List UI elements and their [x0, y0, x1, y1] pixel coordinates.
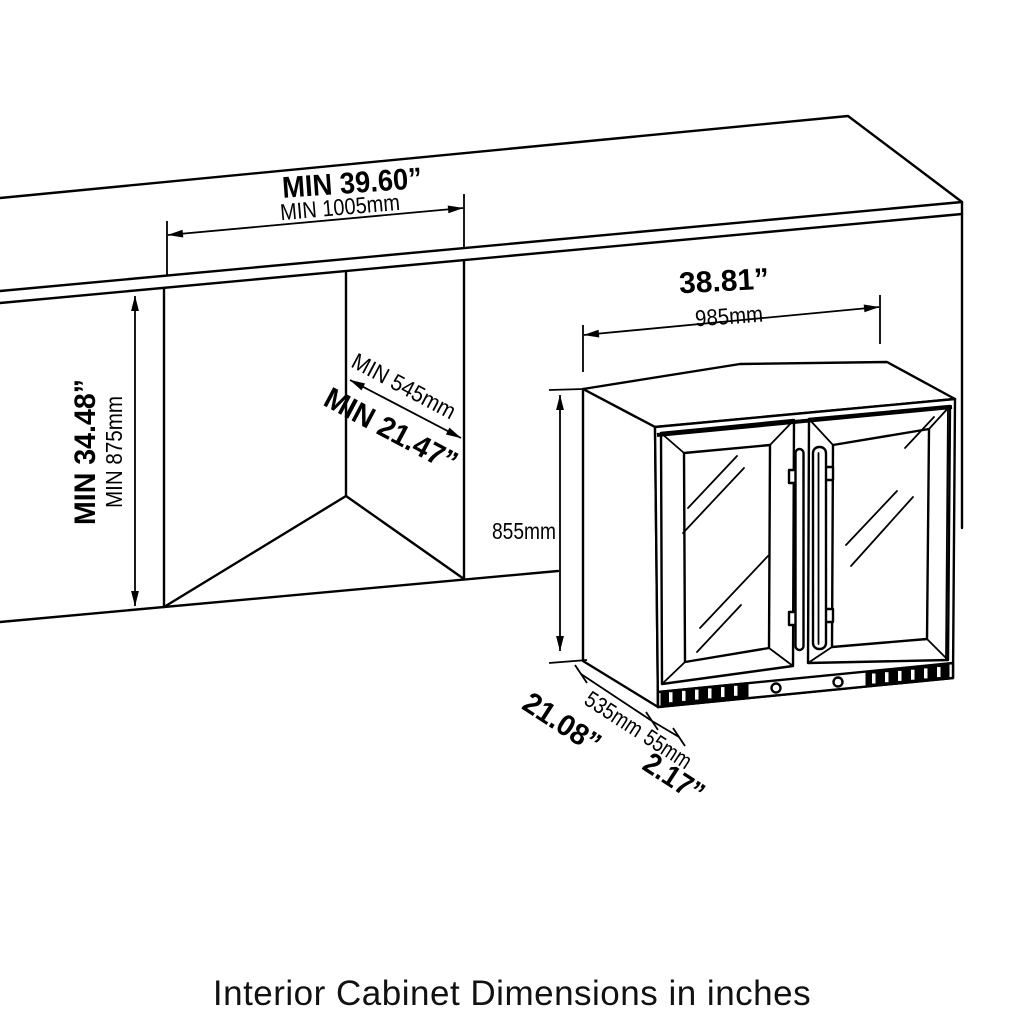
diagram-title: Interior Cabinet Dimensions in inches	[212, 974, 812, 1013]
door-handles	[787, 445, 835, 652]
base-vent-grille	[656, 661, 955, 709]
unit-width-mm-label: 985mm	[694, 301, 764, 332]
right-glass-door	[806, 404, 952, 665]
countertop-cutout-drawing	[0, 114, 964, 624]
right-door-handle	[811, 445, 828, 651]
left-door-lock	[770, 682, 782, 694]
left-glass-door	[659, 418, 796, 686]
door-top-frame	[656, 405, 953, 437]
left-glass-reflection	[682, 455, 769, 653]
left-door-handle	[794, 447, 805, 652]
right-glass-reflection	[845, 416, 935, 567]
dimension-annotations	[131, 194, 881, 747]
unit-left-face	[581, 387, 660, 709]
beverage-center-illustration	[581, 360, 957, 709]
unit-height-mm-label: 855mm	[492, 518, 556, 544]
cutout-height-in-label: MIN 34.48”	[69, 379, 102, 525]
right-door-lock	[832, 676, 844, 688]
unit-width-in-label: 38.81”	[678, 263, 770, 301]
cutout-height-mm-label: MIN 875mm	[101, 396, 127, 508]
